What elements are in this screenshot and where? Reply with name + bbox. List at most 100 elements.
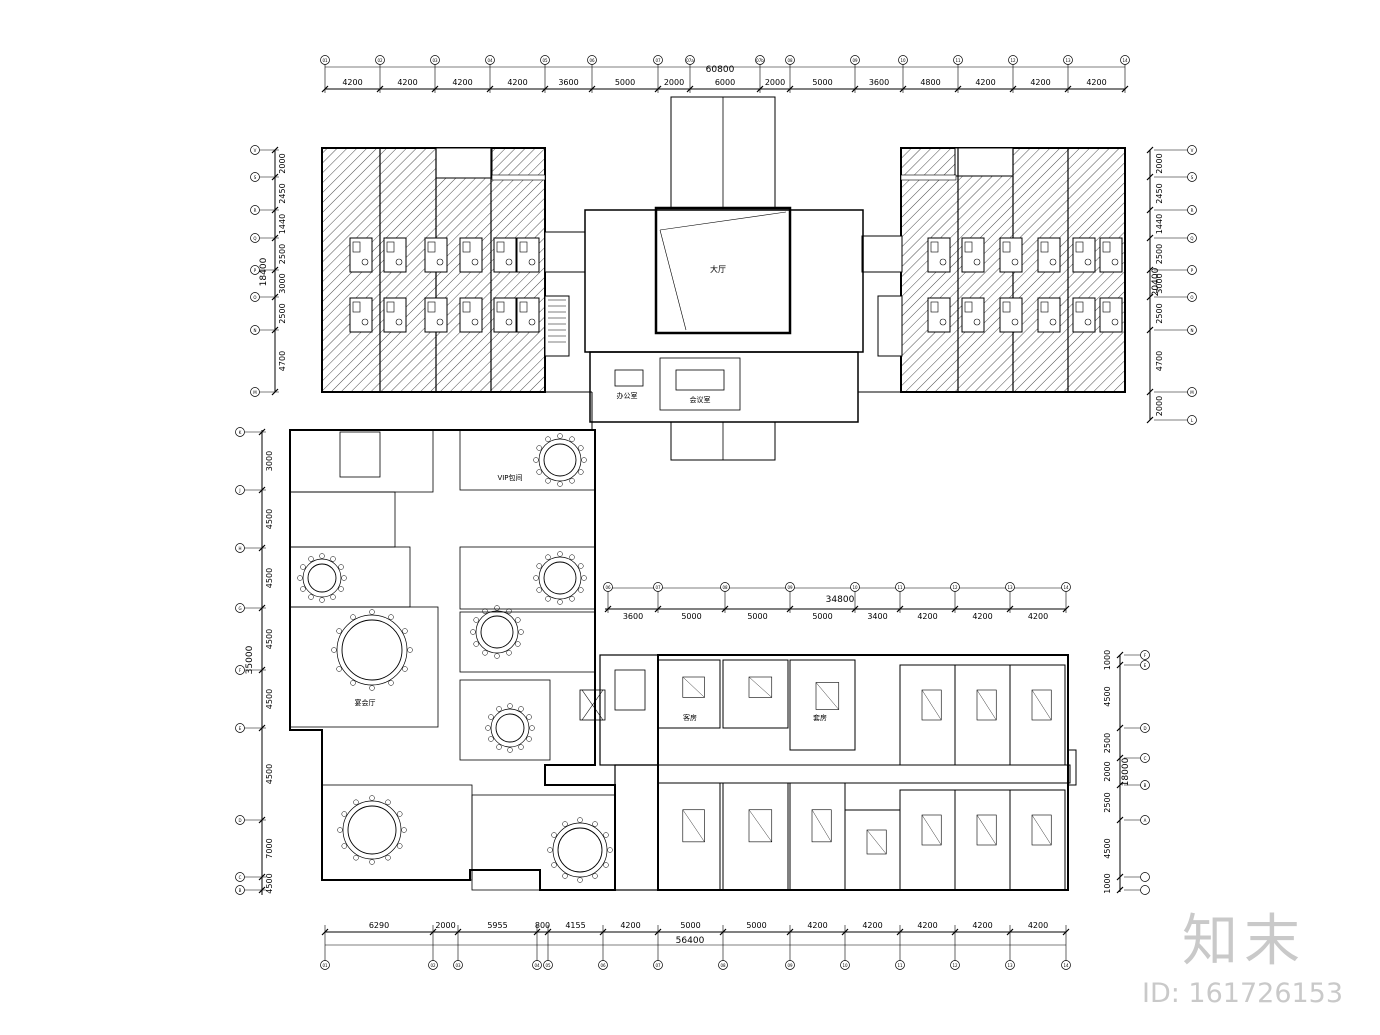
left-axis-bubble — [250, 145, 260, 155]
mid-axis-bubble — [850, 582, 860, 592]
guest-room — [899, 789, 956, 891]
bottom-axis-bubble — [453, 960, 463, 970]
bottom-axis-label: 12 — [952, 963, 958, 968]
top-axis-bubble — [485, 55, 495, 65]
bottom-axis-label: 13 — [1007, 963, 1013, 968]
top-axis-bubble — [850, 55, 860, 65]
bathroom-pod — [516, 297, 540, 333]
right-axis-bubble-label: P — [1191, 268, 1194, 273]
top-dimension: 4200 — [397, 78, 417, 87]
bottom-axis-label: 01 — [322, 963, 328, 968]
left-dimension: 4500 — [265, 689, 274, 709]
round-table — [302, 558, 342, 598]
round-table — [538, 556, 582, 600]
mid-axis-bubble-label: 11 — [897, 585, 903, 590]
left-axis-bubble-label: P — [254, 268, 257, 273]
bottom-axis-label: 04 — [534, 963, 540, 968]
bottom-axis-bubble — [840, 960, 850, 970]
right-axis-bubble — [1140, 753, 1150, 763]
banquet-label: 宴会厅 — [355, 698, 376, 707]
bottom-axis-label: 05 — [545, 963, 551, 968]
top-dimension: 3600 — [869, 78, 889, 87]
right-dimension: 2500 — [1155, 244, 1164, 264]
bathroom-pod — [493, 297, 517, 333]
round-table — [336, 614, 408, 686]
mid-total-dimension: 34800 — [826, 595, 855, 605]
right-axis-bubble-label: B — [1144, 783, 1147, 788]
bottom-axis-bubble — [785, 960, 795, 970]
guest-room-label: 客房 — [683, 713, 697, 722]
round-table — [552, 822, 608, 878]
right-axis-bubble — [1187, 233, 1197, 243]
top-axis-bubble-label: 13 — [1065, 58, 1071, 63]
top-axis-bubble-label: 01 — [322, 58, 328, 63]
right-axis-bubble — [1140, 650, 1150, 660]
bathroom-pod — [999, 297, 1023, 333]
bottom-axis-label: 11 — [897, 963, 903, 968]
bottom-dimension: 4200 — [620, 921, 640, 930]
top-dimension: 4200 — [1086, 78, 1106, 87]
guest-room — [954, 664, 1011, 766]
right-dimension: 2000 — [1155, 396, 1164, 416]
left-axis-bubble-label: J — [238, 488, 240, 493]
top-axis-bubble-label: 03 — [432, 58, 438, 63]
mid-axis-bubble-label: 10 — [852, 585, 858, 590]
bottom-dimension: 4200 — [972, 921, 992, 930]
top-axis-bubble — [953, 55, 963, 65]
guest-room — [722, 782, 789, 891]
bathroom-pod — [1072, 237, 1096, 273]
bottom-axis-bubble — [532, 960, 542, 970]
left-dimension: 3000 — [265, 451, 274, 471]
mid-dimension: 4200 — [1028, 612, 1048, 621]
bottom-dimension: 4155 — [565, 921, 585, 930]
right-axis-bubble — [1140, 780, 1150, 790]
left-axis-bubble — [235, 665, 245, 675]
left-dimension: 4500 — [265, 873, 274, 893]
bottom-axis-label: 10 — [842, 963, 848, 968]
mid-axis-bubble-label: 13 — [1007, 585, 1013, 590]
left-axis-bubble-label: Q — [253, 236, 256, 241]
guestroom-block — [579, 654, 1077, 891]
bottom-axis-label: 07 — [655, 963, 661, 968]
left-axis-bubble-label: B — [239, 888, 242, 893]
left-dimension: 7000 — [265, 838, 274, 858]
right-axis-bubble — [1140, 815, 1150, 825]
right-axis-bubble-label: Q — [1190, 236, 1193, 241]
top-dimension: 4200 — [452, 78, 472, 87]
right-axis-bubble — [1187, 292, 1197, 302]
top-dimension: 2000 — [664, 78, 684, 87]
bottom-dimension: 4200 — [862, 921, 882, 930]
right-axis-bubble-label: A — [1144, 818, 1147, 823]
left-axis-bubble — [250, 172, 260, 182]
left-axis-bubble-label: H — [238, 546, 241, 551]
mid-axis-bubble — [1005, 582, 1015, 592]
top-axis-bubble — [540, 55, 550, 65]
right-dimension: 1000 — [1103, 873, 1112, 893]
left-axis-bubble — [235, 603, 245, 613]
guest-room — [657, 659, 721, 729]
right-axis-bubble — [1187, 265, 1197, 275]
mid-axis-bubble — [895, 582, 905, 592]
left-axis-bubble — [250, 325, 260, 335]
bottom-axis-label: 06 — [600, 963, 606, 968]
mid-axis-bubble-label: 09 — [787, 585, 793, 590]
right-dimension: 4700 — [1155, 351, 1164, 371]
right-axis-bubble-label: V — [1191, 148, 1194, 153]
right-axis-bubble — [1187, 205, 1197, 215]
bottom-axis-bubble — [1061, 960, 1071, 970]
right-axis-bubble-label: M — [1190, 390, 1194, 395]
mid-axis-bubble-label: 12 — [952, 585, 958, 590]
mid-axis-bubble — [1061, 582, 1071, 592]
bottom-dimension: 5000 — [680, 921, 700, 930]
left-axis-bubble — [235, 723, 245, 733]
mid-axis-bubble-label: 06 — [605, 585, 611, 590]
bathroom-pod — [459, 237, 483, 273]
left-dimension: 4500 — [265, 764, 274, 784]
right-axis-bubble-label: S — [1191, 175, 1194, 180]
left-axis-bubble-label: F — [239, 668, 242, 673]
lobby-label: 大厅 — [710, 264, 726, 274]
top-axis-bubble-label: 12 — [1010, 58, 1016, 63]
right-dimension: 2500 — [1103, 792, 1112, 812]
left-axis-bubble-label: S — [254, 175, 257, 180]
